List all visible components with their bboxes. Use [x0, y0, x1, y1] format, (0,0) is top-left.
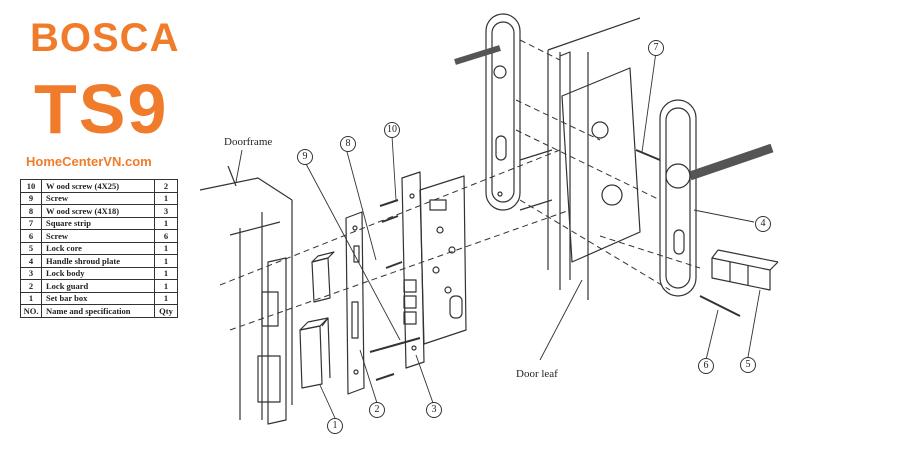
callout-10: 10	[384, 122, 400, 138]
part-qty: 6	[154, 229, 178, 243]
callout-4: 4	[755, 216, 771, 232]
leader-lines	[235, 51, 761, 419]
part-spec: Lock core	[41, 241, 155, 255]
part-spec: Square strip	[41, 216, 155, 230]
lock-body-drawing	[401, 171, 467, 369]
part-spec: W ood screw (4X25)	[41, 179, 155, 193]
callout-5: 5	[740, 357, 756, 373]
header-qty: Qty	[154, 304, 178, 318]
header-spec: Name and specification	[41, 304, 155, 318]
door-leaf-drawing	[519, 17, 641, 300]
part-no: 10	[20, 179, 42, 193]
parts-table: 10 W ood screw (4X25) 2 9 Screw 1 8 W oo…	[20, 179, 178, 318]
part-spec: Screw	[41, 229, 155, 243]
callout-3: 3	[426, 402, 442, 418]
table-row: 2 Lock guard 1	[20, 279, 178, 293]
part-spec: W ood screw (4X18)	[41, 204, 155, 218]
doorframe-label: Doorframe	[224, 136, 273, 148]
table-row: 4 Handle shroud plate 1	[20, 254, 178, 268]
header-no: NO.	[20, 304, 42, 318]
part-no: 6	[20, 229, 42, 243]
outer-handle-drawing	[454, 13, 521, 211]
part-no: 1	[20, 291, 42, 305]
part-no: 2	[20, 279, 42, 293]
callout-6: 6	[698, 358, 714, 374]
callout-1: 1	[327, 418, 343, 434]
table-row: 10 W ood screw (4X25) 2	[20, 179, 178, 193]
part-spec: Screw	[41, 191, 155, 205]
part-qty: 2	[154, 179, 178, 193]
screws-drawing	[369, 199, 421, 381]
model-title: TS9	[34, 70, 169, 148]
table-row: 8 W ood screw (4X18) 3	[20, 204, 178, 218]
table-header-row: NO. Name and specification Qty	[20, 304, 178, 318]
assembly-guides	[219, 39, 701, 331]
callout-7: 7	[648, 40, 664, 56]
set-bar-box-drawing	[257, 251, 335, 425]
part-no: 3	[20, 266, 42, 280]
lock-guard-drawing	[345, 211, 365, 395]
part-spec: Lock body	[41, 266, 155, 280]
door-leaf-label: Door leaf	[516, 368, 558, 380]
table-row: 6 Screw 6	[20, 229, 178, 243]
part-spec: Handle shroud plate	[41, 254, 155, 268]
part-spec: Lock guard	[41, 279, 155, 293]
handle-shroud-plate-drawing	[635, 99, 774, 297]
part-qty: 1	[154, 291, 178, 305]
part-qty: 1	[154, 216, 178, 230]
part-no: 8	[20, 204, 42, 218]
square-screw-drawing	[699, 295, 741, 317]
part-no: 4	[20, 254, 42, 268]
table-row: 1 Set bar box 1	[20, 291, 178, 305]
website-label: HomeCenterVN.com	[26, 154, 152, 169]
part-no: 9	[20, 191, 42, 205]
part-qty: 1	[154, 191, 178, 205]
part-qty: 1	[154, 279, 178, 293]
part-qty: 1	[154, 241, 178, 255]
callout-2: 2	[369, 402, 385, 418]
brand-logo: BOSCA	[30, 16, 180, 60]
part-spec: Set bar box	[41, 291, 155, 305]
table-row: 7 Square strip 1	[20, 216, 178, 230]
lock-core-drawing	[711, 249, 779, 291]
table-row: 3 Lock body 1	[20, 266, 178, 280]
part-qty: 1	[154, 266, 178, 280]
table-row: 5 Lock core 1	[20, 241, 178, 255]
callout-8: 8	[340, 136, 356, 152]
part-no: 5	[20, 241, 42, 255]
part-no: 7	[20, 216, 42, 230]
part-qty: 1	[154, 254, 178, 268]
part-qty: 3	[154, 204, 178, 218]
table-row: 9 Screw 1	[20, 191, 178, 205]
callout-9: 9	[297, 149, 313, 165]
